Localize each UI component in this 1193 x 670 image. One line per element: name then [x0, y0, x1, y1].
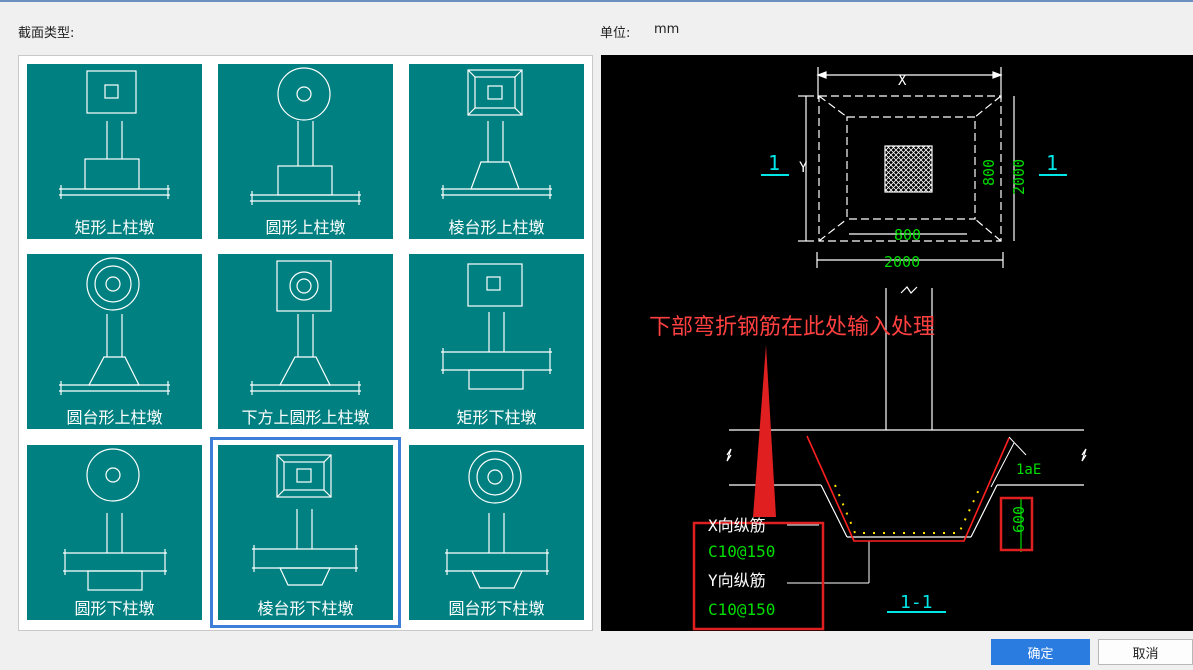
- section-type-label: 矩形下柱墩: [456, 408, 537, 427]
- section-type-round-frustum-bottom[interactable]: 圆台形下柱墩: [409, 445, 584, 620]
- section-type-label: 棱台形下柱墩: [257, 599, 354, 618]
- section-mark-left: 1: [768, 151, 780, 175]
- frustum-bottom-pier-icon: [252, 454, 358, 586]
- rebar-highlight-box: [692, 521, 825, 631]
- rebar-dots: [834, 484, 982, 534]
- section-type-label: 棱台形上柱墩: [448, 218, 545, 237]
- y-rebar-value: C10@150: [708, 600, 775, 619]
- section-type-label: 下方上圆形上柱墩: [241, 408, 370, 427]
- section-type-label: 矩形上柱墩: [74, 218, 155, 237]
- rebar-annotation-text: 下部弯折钢筋在此处输入处理: [649, 315, 935, 340]
- circle-top-pier-icon: [250, 67, 361, 205]
- x-rebar-value: C10@150: [708, 542, 775, 561]
- section-type-round-frustum-top[interactable]: 圆台形上柱墩: [27, 254, 202, 429]
- dim-600-text: 600: [1010, 506, 1028, 533]
- section-type-label: 圆形下柱墩: [74, 599, 155, 618]
- dim-800-vertical: 800: [980, 159, 998, 186]
- round-frustum-top-pier-icon: [59, 257, 170, 395]
- plan-view: [761, 67, 1067, 268]
- dim-2000-vertical: 2000: [1010, 159, 1028, 195]
- section-mark-right: 1: [1046, 151, 1058, 175]
- rect-bottom-pier-icon: [441, 263, 552, 390]
- bent-rebar-line: [806, 435, 1010, 542]
- unit-label: 单位:: [600, 26, 631, 41]
- section-type-circle-bottom[interactable]: 圆形下柱墩: [27, 445, 202, 620]
- section-type-circle-top[interactable]: 圆形上柱墩: [218, 64, 393, 239]
- rect-top-pier-icon: [59, 70, 170, 199]
- section-type-label: 截面类型:: [18, 26, 75, 41]
- section-type-frustum-top[interactable]: 棱台形上柱墩: [409, 64, 584, 239]
- y-rebar-label: Y向纵筋: [708, 571, 766, 590]
- dim-y-text: Y: [799, 160, 808, 176]
- lae-text: 1aE: [1016, 462, 1041, 478]
- section-type-label: 圆台形上柱墩: [66, 408, 163, 427]
- dim-2000-horizontal: 2000: [884, 253, 920, 271]
- section-type-square-base-round-top[interactable]: 下方上圆形上柱墩: [218, 254, 393, 429]
- section-type-rect-top[interactable]: 矩形上柱墩: [27, 64, 202, 239]
- section-preview-drawing: X Y 800 2000 800 2000 1 1 下部弯折钢筋在: [649, 67, 1087, 631]
- dim-600-highlight-box: [999, 496, 1034, 552]
- unit-value: mm: [654, 22, 680, 37]
- section-type-label: 圆形上柱墩: [265, 218, 346, 237]
- section-preview: X Y 800 2000 800 2000 1 1 下部弯折钢筋在: [601, 55, 1193, 631]
- section-type-grid: 矩形上柱墩 圆形上柱墩 棱台形上柱墩: [18, 55, 593, 631]
- section-view: [726, 286, 1087, 613]
- cancel-button[interactable]: 取消: [1098, 639, 1193, 665]
- dim-x-text: X: [898, 73, 907, 89]
- section-title-text: 1-1: [900, 592, 933, 613]
- round-frustum-bottom-pier-icon: [445, 450, 549, 589]
- x-rebar-label: X向纵筋: [708, 516, 766, 535]
- section-type-rect-bottom[interactable]: 矩形下柱墩: [409, 254, 584, 429]
- annotation-arrow: [753, 345, 776, 517]
- circle-bottom-pier-icon: [63, 448, 167, 591]
- ok-button[interactable]: 确定: [991, 639, 1090, 665]
- frustum-top-pier-icon: [441, 69, 552, 199]
- section-type-label: 圆台形下柱墩: [448, 599, 545, 618]
- dim-800-horizontal: 800: [894, 226, 921, 244]
- square-base-round-top-pier-icon: [250, 260, 361, 395]
- window-top-border: [0, 0, 1193, 2]
- section-type-frustum-bottom[interactable]: 棱台形下柱墩: [210, 437, 401, 628]
